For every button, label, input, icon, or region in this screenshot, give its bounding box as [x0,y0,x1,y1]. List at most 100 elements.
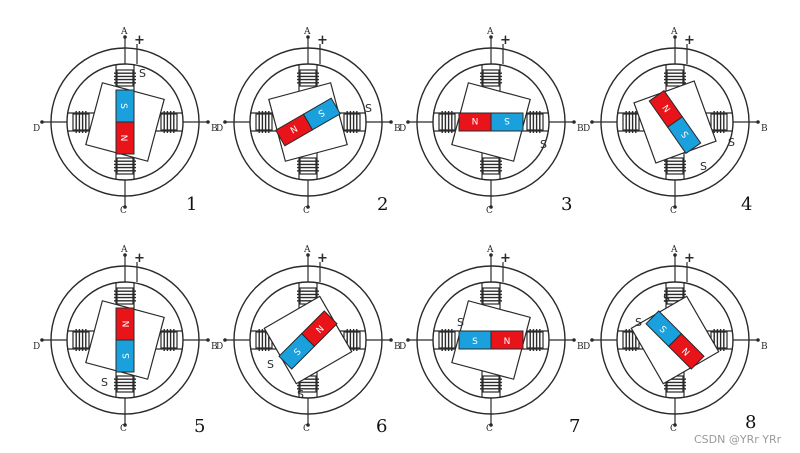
rotor-magnet: NS [278,310,338,370]
pole-coil-a [482,287,500,305]
magnet-south [302,97,341,131]
terminal-b-dot [572,120,576,124]
terminal-b-dot [389,338,393,342]
terminal-label-plus: + [317,33,328,48]
pole-coil-d [72,113,90,131]
terminal-c-dot [123,205,127,209]
terminal-label-a: A [486,27,494,37]
terminal-label-b: B [761,342,768,352]
pole-coil-c [299,157,317,175]
terminal-d-dot [40,338,44,342]
magnet-south [645,310,683,348]
rotor: NS [268,82,348,162]
terminal-c-dot [123,423,127,427]
terminal-d-dot [223,120,227,124]
terminal-a-dot [123,35,127,39]
magnet-south-label: S [122,353,132,359]
magnet-north-label: N [661,102,673,113]
terminal-label-c: C [120,206,127,216]
terminal-label-c: C [486,206,493,216]
terminal-label-c: C [486,424,493,434]
rotor: NS [85,82,165,162]
magnet-south-label: S [504,115,510,125]
terminal-a-dot [673,35,677,39]
pole-coil-a [299,69,317,87]
terminal-label-c: C [670,424,677,434]
magnet-south [490,112,524,132]
rotor: NS [633,80,717,164]
terminal-b-dot [756,338,760,342]
stator-s-label: S [635,316,642,329]
terminal-c-dot [306,205,310,209]
terminal-label-plus: + [684,251,695,266]
pole-coil-d [438,113,456,131]
terminal-b-dot [206,338,210,342]
step-number-6: 6 [376,416,387,437]
pole-coil-c [666,157,684,175]
terminal-label-b: B [394,342,401,352]
magnet-south-label: S [118,103,128,109]
stator-s-label: S [297,388,304,401]
terminal-a-dot [489,35,493,39]
pole-coil-c [116,157,134,175]
step-number-4: 4 [741,194,752,215]
magnet-north-label: N [288,122,299,134]
terminal-label-plus: + [500,33,511,48]
pole-coil-d [255,113,273,131]
pole-coil-d [72,331,90,349]
terminal-label-b: B [761,124,768,134]
terminal-c-dot [673,205,677,209]
step-number-2: 2 [377,194,388,215]
magnet-south [115,89,135,123]
pole-coil-a [116,69,134,87]
rotor-magnet: NS [275,97,341,147]
terminal-b-dot [389,120,393,124]
step-number-7: 7 [569,416,580,437]
terminal-label-d: D [216,124,223,134]
terminal-label-d: D [399,124,406,134]
terminal-d-dot [590,120,594,124]
terminal-label-plus: + [317,251,328,266]
pole-coil-c [482,375,500,393]
terminal-label-b: B [211,124,218,134]
rotor: NS [263,295,353,385]
rotor-magnet: NS [115,307,135,373]
pole-coil-c [482,157,500,175]
terminal-label-a: A [670,27,678,37]
terminal-label-d: D [583,342,590,352]
terminal-a-dot [673,253,677,257]
terminal-label-d: D [33,124,40,134]
pole-coil-b [526,113,544,131]
pole-coil-b [526,331,544,349]
pole-coil-a [116,287,134,305]
stator-s-label: S [101,376,108,389]
terminal-label-plus: + [134,33,145,48]
terminal-a-dot [123,253,127,257]
pole-coil-b [343,113,361,131]
terminal-label-c: C [120,424,127,434]
pole-coil-c [116,375,134,393]
magnet-north-label: N [315,324,327,336]
terminal-label-plus: + [500,251,511,266]
magnet-north-label: N [504,337,511,347]
pole-coil-b [160,331,178,349]
magnet-south-label: S [293,347,304,358]
terminal-label-a: A [303,245,311,255]
terminal-label-a: A [120,245,128,255]
rotor-magnet: NS [458,330,524,350]
stator-s-label: S [663,292,670,305]
terminal-a-dot [306,253,310,257]
magnet-south-label: S [472,337,478,347]
terminal-label-a: A [303,27,311,37]
terminal-label-c: C [670,206,677,216]
terminal-label-plus: + [134,251,145,266]
stator-s-label: S [540,138,547,151]
